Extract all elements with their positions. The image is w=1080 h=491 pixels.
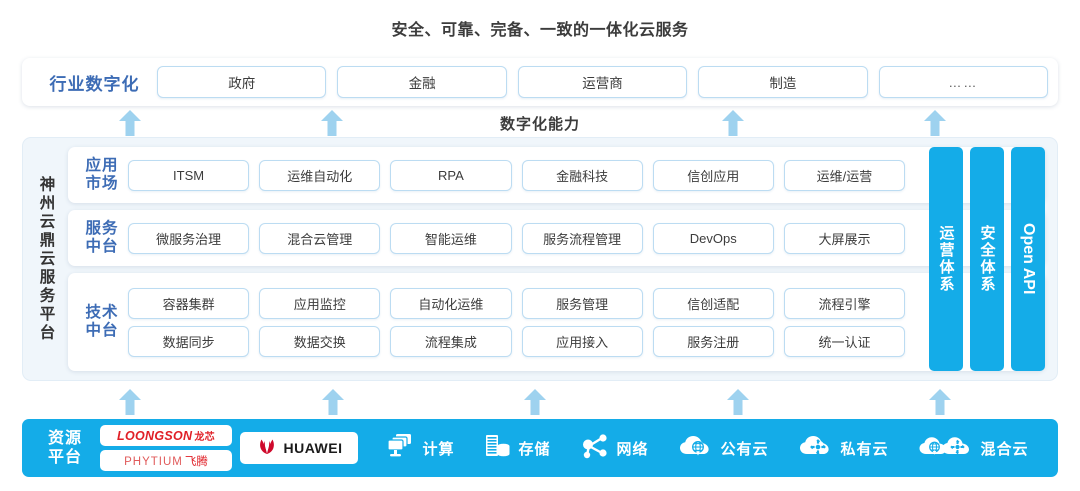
storage-icon bbox=[485, 433, 511, 464]
vertical-bar-operation-system[interactable]: 运营体系 bbox=[929, 147, 963, 371]
cell-intelligent-ops[interactable]: 智能运维 bbox=[390, 222, 512, 254]
resource-item-compute[interactable]: 计算 bbox=[387, 433, 454, 464]
row-items-service-platform: 微服务治理 混合云管理 智能运维 服务流程管理 DevOps 大屏展示 bbox=[128, 222, 1037, 254]
resource-item-storage[interactable]: 存储 bbox=[485, 433, 550, 464]
page-title: 安全、可靠、完备、一致的一体化云服务 bbox=[391, 22, 689, 39]
hybrid-cloud-icon bbox=[919, 434, 973, 463]
loongson-cn: 龙芯 bbox=[194, 432, 215, 443]
cell-large-screen-display[interactable]: 大屏展示 bbox=[783, 222, 906, 254]
resource-item-private-cloud[interactable]: 私有云 bbox=[799, 434, 888, 463]
cell-unified-auth[interactable]: 统一认证 bbox=[783, 325, 906, 357]
industry-items: 政府 金融 运营商 制造 …… bbox=[157, 66, 1049, 98]
up-arrow-icon bbox=[119, 110, 141, 136]
cell-service-process-mgmt[interactable]: 服务流程管理 bbox=[521, 222, 643, 254]
cell-xinchuang-adaptation[interactable]: 信创适配 bbox=[652, 287, 774, 319]
capability-label: 数字化能力 bbox=[499, 116, 580, 133]
cell-container-cluster[interactable]: 容器集群 bbox=[128, 287, 250, 319]
resource-label: 资源 平台 bbox=[47, 429, 82, 466]
resource-item-public-cloud-label: 公有云 bbox=[720, 440, 769, 458]
public-cloud-icon bbox=[679, 434, 713, 463]
platform-panel: 神州云鼎云服务平台 应用 市场 ITSM 运维自动化 RPA 金融科技 信创应用… bbox=[22, 137, 1058, 381]
item-line: 微服务治理 混合云管理 智能运维 服务流程管理 DevOps 大屏展示 bbox=[128, 222, 906, 254]
row-label-app-market: 应用 市场 bbox=[85, 157, 119, 192]
industry-row: 行业数字化 政府 金融 运营商 制造 …… bbox=[22, 58, 1058, 106]
cell-app-monitoring[interactable]: 应用监控 bbox=[259, 287, 381, 319]
cell-devops[interactable]: DevOps bbox=[652, 222, 774, 254]
vertical-bar-security-system[interactable]: 安全体系 bbox=[970, 147, 1004, 371]
cell-xinchuang-app[interactable]: 信创应用 bbox=[652, 159, 774, 191]
up-arrow-icon bbox=[321, 110, 343, 136]
cell-automated-ops[interactable]: 自动化运维 bbox=[390, 287, 512, 319]
industry-item-more[interactable]: …… bbox=[878, 66, 1049, 98]
up-arrow-icon bbox=[924, 110, 946, 136]
cell-service-registry[interactable]: 服务注册 bbox=[652, 325, 774, 357]
network-icon bbox=[581, 433, 609, 464]
cell-data-sync[interactable]: 数据同步 bbox=[128, 325, 250, 357]
industry-item-operator[interactable]: 运营商 bbox=[517, 66, 688, 98]
industry-item-finance[interactable]: 金融 bbox=[337, 66, 507, 98]
private-cloud-icon bbox=[799, 434, 833, 463]
industry-item-manufacturing[interactable]: 制造 bbox=[698, 66, 868, 98]
vertical-bars: 运营体系 安全体系 Open API bbox=[929, 147, 1045, 371]
cell-service-mgmt[interactable]: 服务管理 bbox=[521, 287, 643, 319]
cell-data-exchange[interactable]: 数据交换 bbox=[259, 325, 381, 357]
cell-process-integration[interactable]: 流程集成 bbox=[390, 325, 512, 357]
row-tech-platform: 技术 中台 容器集群 应用监控 自动化运维 服务管理 信创适配 流程引擎 数据同… bbox=[68, 273, 1045, 371]
up-arrow-icon bbox=[322, 389, 344, 415]
cell-app-access[interactable]: 应用接入 bbox=[521, 325, 643, 357]
cell-microservice-governance[interactable]: 微服务治理 bbox=[128, 222, 250, 254]
resource-item-network-label: 网络 bbox=[616, 440, 649, 458]
row-items-app-market: ITSM 运维自动化 RPA 金融科技 信创应用 运维/运营 bbox=[128, 159, 1037, 191]
row-label-tech-platform: 技术 中台 bbox=[85, 304, 119, 339]
cell-rpa[interactable]: RPA bbox=[390, 159, 512, 191]
row-label-service-platform: 服务 中台 bbox=[85, 220, 119, 255]
cell-process-engine[interactable]: 流程引擎 bbox=[783, 287, 906, 319]
up-arrow-icon bbox=[722, 110, 744, 136]
up-arrow-icon bbox=[727, 389, 749, 415]
huawei-flower-icon bbox=[256, 437, 278, 460]
item-line: 容器集群 应用监控 自动化运维 服务管理 信创适配 流程引擎 bbox=[128, 287, 906, 319]
phytium-brand: PHYTIUM bbox=[124, 455, 183, 468]
up-arrow-icon bbox=[929, 389, 951, 415]
up-arrow-icon bbox=[119, 389, 141, 415]
huawei-label: HUAWEI bbox=[283, 440, 343, 456]
resource-item-storage-label: 存储 bbox=[518, 440, 551, 458]
loongson-brand: LOONGSON bbox=[117, 429, 193, 443]
item-line: ITSM 运维自动化 RPA 金融科技 信创应用 运维/运营 bbox=[128, 159, 906, 191]
resource-item-compute-label: 计算 bbox=[422, 440, 455, 458]
compute-icon bbox=[387, 433, 415, 464]
resource-item-hybrid-cloud-label: 混合云 bbox=[980, 440, 1029, 458]
phytium-cn: 飞腾 bbox=[184, 455, 208, 468]
resource-item-private-cloud-label: 私有云 bbox=[840, 440, 889, 458]
industry-row-label: 行业数字化 bbox=[49, 74, 140, 94]
resource-item-network[interactable]: 网络 bbox=[581, 433, 648, 464]
row-items-tech-platform: 容器集群 应用监控 自动化运维 服务管理 信创适配 流程引擎 数据同步 数据交换… bbox=[128, 287, 1037, 357]
cell-ops-automation[interactable]: 运维自动化 bbox=[259, 159, 381, 191]
platform-label-text: 神州云鼎云服务平台 bbox=[37, 175, 55, 343]
cell-hybrid-cloud-mgmt[interactable]: 混合云管理 bbox=[259, 222, 381, 254]
item-line: 数据同步 数据交换 流程集成 应用接入 服务注册 统一认证 bbox=[128, 325, 906, 357]
platform-body: 应用 市场 ITSM 运维自动化 RPA 金融科技 信创应用 运维/运营 bbox=[68, 138, 1057, 380]
row-app-market: 应用 市场 ITSM 运维自动化 RPA 金融科技 信创应用 运维/运营 bbox=[68, 147, 1045, 203]
resource-item-public-cloud[interactable]: 公有云 bbox=[679, 434, 768, 463]
cell-ops-operation[interactable]: 运维/运营 bbox=[783, 159, 906, 191]
chip-huawei[interactable]: HUAWEI bbox=[240, 432, 358, 464]
cell-fintech[interactable]: 金融科技 bbox=[521, 159, 643, 191]
resource-icons: 计算 bbox=[358, 433, 1044, 464]
up-arrow-icon bbox=[524, 389, 546, 415]
vertical-bar-open-api[interactable]: Open API bbox=[1011, 147, 1045, 371]
cell-itsm[interactable]: ITSM bbox=[128, 159, 250, 191]
platform-label-vertical: 神州云鼎云服务平台 bbox=[23, 138, 68, 380]
resource-item-hybrid-cloud[interactable]: 混合云 bbox=[919, 434, 1028, 463]
row-service-platform: 服务 中台 微服务治理 混合云管理 智能运维 服务流程管理 DevOps 大屏展… bbox=[68, 210, 1045, 266]
industry-item-government[interactable]: 政府 bbox=[157, 66, 327, 98]
